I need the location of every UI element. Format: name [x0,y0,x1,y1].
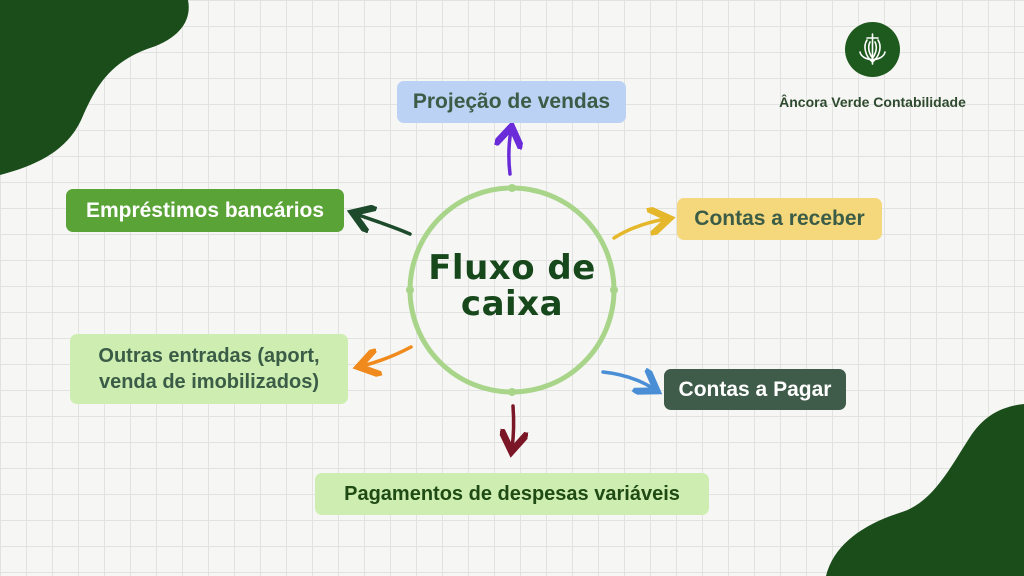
node-projecao-de-vendas: Projeção de vendas [397,81,626,123]
node-outras-entradas: Outras entradas (aport, venda de imobili… [70,334,348,404]
node-contas-a-pagar: Contas a Pagar [664,369,846,410]
arrow-to-emprestimos [356,214,412,236]
center-title-line1: Fluxo de [428,248,596,288]
center-title: Fluxo de caixa [412,250,612,322]
arrow-to-receber [612,219,666,240]
node-emprestimos-bancarios: Empréstimos bancários [66,189,344,232]
corner-blob-bottom-right [826,404,1024,576]
node-pagamentos-despesas: Pagamentos de despesas variáveis [315,473,709,515]
circle-node-left [406,286,414,294]
circle-node-right [610,286,618,294]
circle-node-bottom [508,388,516,396]
arrow-to-outras [362,345,413,366]
node-outras-line2: venda de imobilizados) [98,371,320,393]
arrow-to-projecao [509,130,511,176]
circle-node-top [508,184,516,192]
corner-blob-top-left [0,0,189,175]
center-title-line2: caixa [460,284,564,324]
node-contas-a-receber: Contas a receber [677,198,882,240]
anchor-flower-icon [845,22,900,77]
arrow-to-pagamentos [512,404,514,448]
logo-name: Âncora Verde Contabilidade [779,94,966,110]
node-outras-line1: Outras entradas (aport, [98,345,320,367]
arrow-to-pagar [601,372,654,389]
